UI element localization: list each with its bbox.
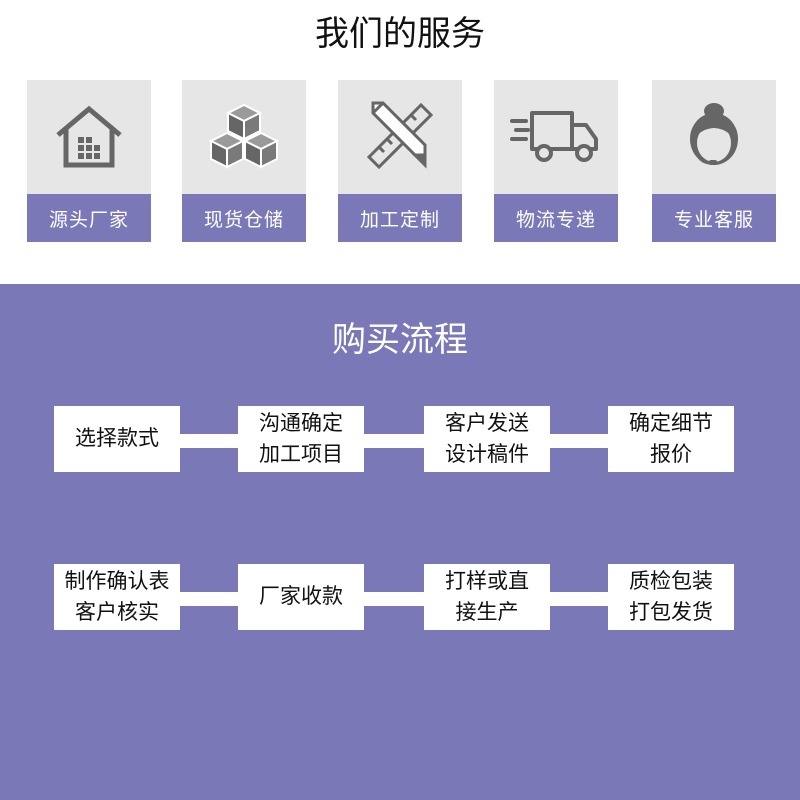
service-card-logistics[interactable]: 物流专递: [494, 80, 618, 242]
process-step: 客户发送 设计稿件: [424, 406, 550, 472]
services-title: 我们的服务: [315, 14, 485, 54]
step-text-line: 报价: [650, 442, 692, 466]
boxes-icon: [208, 103, 280, 169]
step-text-line: 质检包装: [629, 568, 713, 593]
service-card-custom[interactable]: 加工定制: [338, 80, 462, 242]
purchase-process-section: 购买流程 选择款式 沟通确定 加工项目 客户发送 设计稿件 确定细节 报价 制作…: [0, 284, 800, 800]
step-text-line: 厂家收款: [259, 584, 343, 609]
step-text-line: 选择款式: [75, 426, 159, 451]
service-label: 现货仓储: [182, 194, 306, 242]
process-step: 确定细节 报价: [608, 406, 734, 472]
step-text-line: 客户发送: [445, 410, 529, 435]
ruler-pencil-icon: [366, 101, 434, 170]
flow-connector: [364, 434, 426, 448]
step-text-line: 加工项目: [259, 442, 343, 466]
service-label: 专业客服: [652, 194, 776, 242]
step-text-line: 沟通确定: [259, 410, 343, 435]
step-text-line: 制作确认表: [64, 568, 170, 593]
process-step: 选择款式: [54, 406, 180, 472]
process-step: 制作确认表 客户核实: [54, 564, 180, 630]
step-text-line: 确定细节: [629, 410, 713, 435]
truck-icon: [510, 111, 598, 162]
headset-agent-icon: [690, 103, 738, 165]
service-card-storage[interactable]: 现货仓储: [182, 80, 306, 242]
flow-connector: [550, 592, 610, 606]
step-text-line: 接生产: [455, 600, 519, 624]
flow-connector: [180, 592, 240, 606]
step-text-line: 设计稿件: [445, 442, 529, 466]
service-label: 源头厂家: [27, 194, 151, 242]
flow-connector: [364, 592, 426, 606]
process-step: 厂家收款: [238, 564, 364, 630]
step-text-line: 打包发货: [629, 600, 713, 624]
process-step: 沟通确定 加工项目: [238, 406, 364, 472]
process-title: 购买流程: [332, 320, 468, 360]
service-card-factory[interactable]: 源头厂家: [27, 80, 151, 242]
step-text-line: 客户核实: [75, 600, 159, 624]
service-label: 物流专递: [494, 194, 618, 242]
process-step: 打样或直 接生产: [424, 564, 550, 630]
step-text-line: 打样或直: [445, 568, 529, 593]
service-label: 加工定制: [338, 194, 462, 242]
flow-connector: [550, 434, 610, 448]
service-card-support[interactable]: 专业客服: [652, 80, 776, 242]
flow-connector: [180, 434, 240, 448]
factory-icon: [56, 105, 122, 168]
process-step: 质检包装 打包发货: [608, 564, 734, 630]
